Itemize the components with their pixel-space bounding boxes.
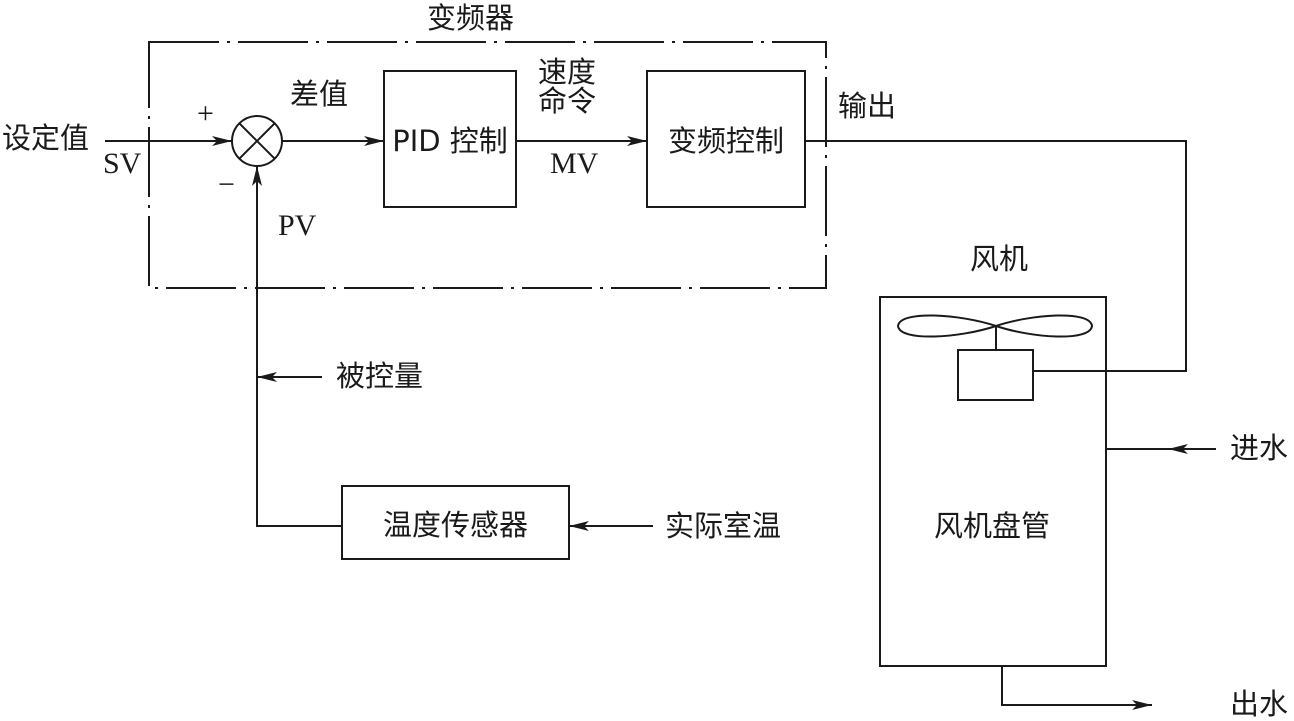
output-line: [805, 140, 1187, 372]
pid-block: [383, 70, 517, 208]
pid-label: PID 控制: [384, 71, 516, 207]
water-out-label: 出水: [1230, 687, 1289, 721]
temp-sensor-label: 温度传感器: [342, 486, 569, 559]
temp-sensor-block: [341, 485, 570, 560]
plus-sign: +: [197, 97, 214, 130]
vfd-control-label: 变频控制: [647, 71, 805, 207]
mv-label: MV: [550, 147, 599, 180]
vfd-control-text: 变频控制: [667, 124, 784, 158]
actual-room-temp-label: 实际室温: [665, 509, 782, 543]
fan-label: 风机: [970, 242, 1029, 276]
speed-line2: 命令: [538, 84, 597, 118]
pid-text: PID 控制: [392, 124, 508, 158]
speed-command-label: 速度 命令: [538, 58, 596, 116]
temp-sensor-text: 温度传感器: [382, 507, 528, 542]
fan-coil-label: 风机盘管: [934, 509, 1051, 543]
fan-blade-icon: [896, 314, 1094, 350]
difference-label: 差值: [290, 77, 349, 111]
minus-sign: −: [218, 168, 235, 201]
feedback-line: [252, 166, 342, 527]
output-label: 输出: [838, 89, 897, 123]
vfd-control-block: [646, 70, 806, 208]
water-out-line: [1001, 666, 1152, 710]
inverter-title: 变频器: [427, 1, 515, 35]
sv-label: SV: [103, 147, 142, 180]
controlled-variable-label: 被控量: [336, 359, 424, 393]
water-in-label: 进水: [1230, 431, 1289, 465]
fan-motor-box: [957, 349, 1034, 401]
speed-line1: 速度: [538, 55, 597, 89]
setpoint-label: 设定值: [2, 121, 90, 155]
summing-junction: [231, 115, 283, 167]
inverter-boundary: [148, 41, 827, 289]
pv-label: PV: [278, 209, 317, 242]
